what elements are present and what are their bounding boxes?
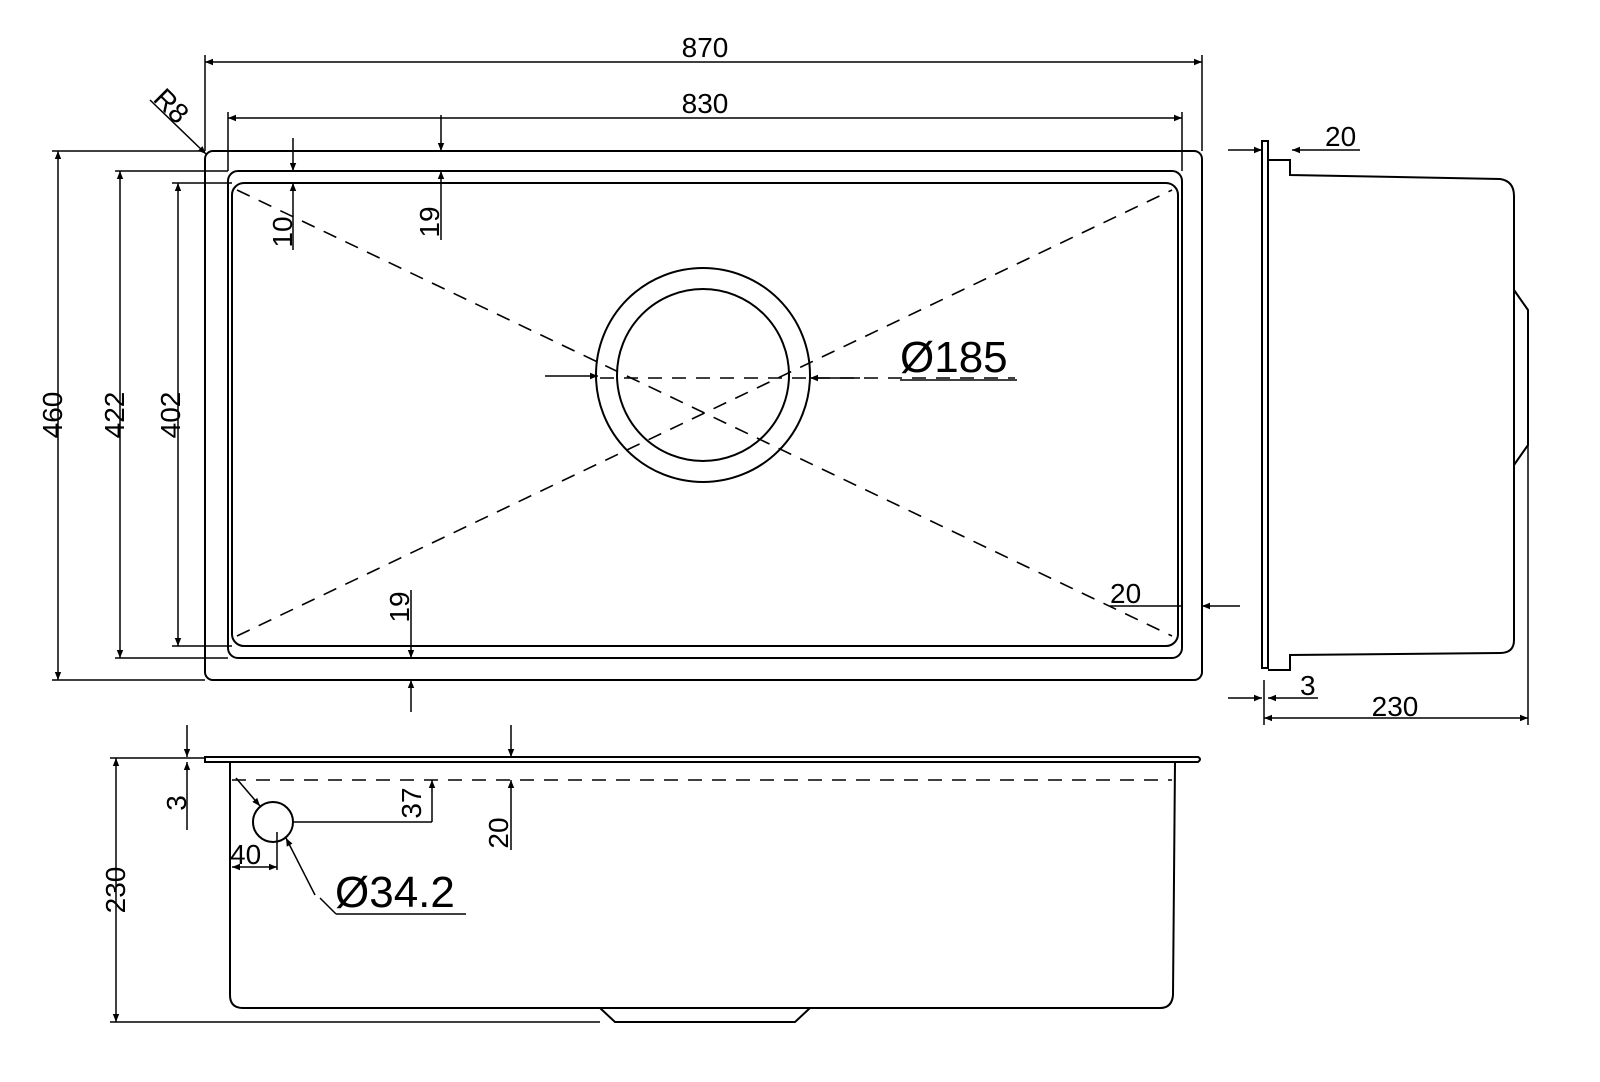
dim-arrow bbox=[285, 837, 316, 896]
dim-corner-radius: R8 bbox=[148, 82, 195, 129]
overflow-hole bbox=[252, 801, 294, 843]
dim-overflow-side-offset: 40 bbox=[230, 839, 261, 870]
dim-arrow bbox=[235, 777, 261, 807]
dim-bottom-offset: 19 bbox=[384, 591, 415, 622]
dim-inner-depth-2: 402 bbox=[155, 392, 186, 439]
dim-flange-step: 20 bbox=[1325, 121, 1356, 152]
dim-overall-width: 870 bbox=[682, 32, 729, 63]
dim-top-offset-small: 10 bbox=[267, 216, 298, 247]
drain-slope-line bbox=[236, 189, 1173, 637]
dim-rim-offset: 20 bbox=[483, 817, 514, 848]
dim-front-height: 230 bbox=[100, 867, 131, 914]
inner-bowl-edge bbox=[227, 170, 1183, 659]
bowl-bottom-edge bbox=[231, 182, 1179, 647]
dim-flange-thickness: 3 bbox=[1300, 670, 1316, 701]
drain-profile bbox=[599, 1007, 811, 1023]
bowl-profile bbox=[229, 761, 1176, 1009]
dim-side-offset: 20 bbox=[1110, 578, 1141, 609]
dim-inner-width: 830 bbox=[682, 88, 729, 119]
drain-diameter-label: Ø185 bbox=[900, 333, 1008, 382]
front-view: 230 3 37 20 40 Ø34.2 bbox=[100, 725, 1201, 1023]
leader-line bbox=[319, 897, 337, 915]
overflow-diameter-label: Ø34.2 bbox=[335, 868, 455, 917]
dim-inner-depth-1: 422 bbox=[99, 392, 130, 439]
radius-leader bbox=[149, 99, 207, 155]
top-view: Ø185 870 830 R8 460 422 402 10 19 bbox=[37, 32, 1240, 712]
drain-inner-circle bbox=[616, 288, 790, 462]
dim-front-flange-thickness: 3 bbox=[161, 795, 192, 811]
flange-plate bbox=[204, 756, 1201, 763]
drain-profile bbox=[1513, 289, 1529, 466]
side-view: 20 3 230 bbox=[1228, 121, 1529, 725]
dim-depth: 230 bbox=[1372, 691, 1419, 722]
dim-top-offset: 19 bbox=[414, 206, 445, 237]
dim-overall-depth: 460 bbox=[37, 392, 68, 439]
outer-rim bbox=[204, 150, 1203, 681]
dim-overflow-height: 37 bbox=[396, 787, 427, 818]
bowl-profile bbox=[1268, 159, 1515, 671]
flange-plate bbox=[1261, 140, 1269, 669]
